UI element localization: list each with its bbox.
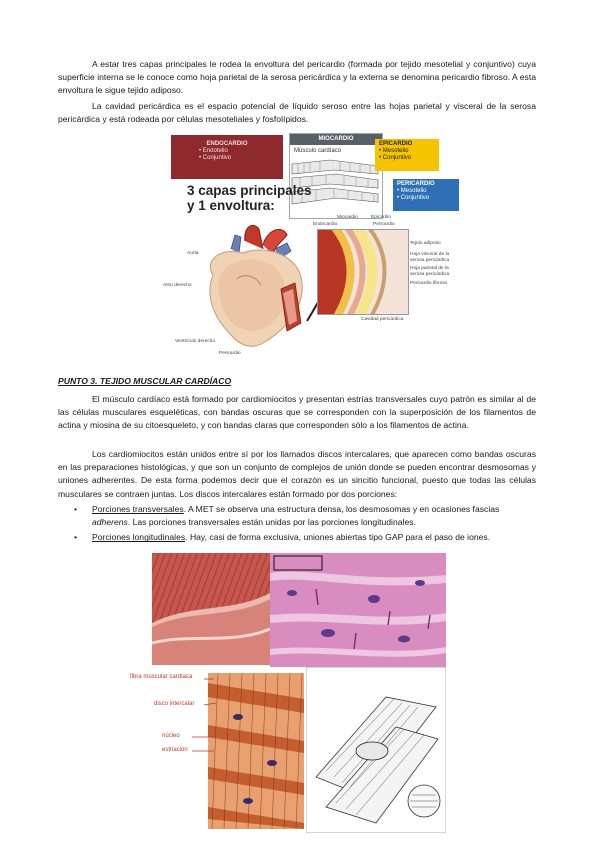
endocardio-title: ENDOCARDIO: [206, 141, 248, 147]
epicardio-item: • Conjuntivo: [379, 155, 412, 161]
list-item: • Porciones longitudinales. Hay, casi de…: [70, 531, 536, 544]
label-epicardio: Epicardio: [371, 215, 391, 220]
micrograph-high-magnification: [270, 553, 446, 667]
section-heading: PUNTO 3. TEJIDO MUSCULAR CARDÍACO: [58, 376, 232, 386]
label-ventriculo-derecho: Ventrículo derecho: [175, 339, 216, 344]
label-pericardio: Pericardio: [219, 351, 241, 356]
label-estriacion: estriación: [162, 747, 188, 753]
pericardio-box: PERICARDIO • Mesotelio • Conjuntivo: [393, 179, 459, 211]
bullet-icon: •: [74, 504, 78, 514]
endocardio-item: • Conjuntivo: [199, 155, 232, 161]
muscle-fibers-illustration: [291, 159, 379, 205]
label-nucleo: núcleo: [162, 733, 180, 739]
micrograph-low-magnification: [152, 553, 270, 665]
bullet-list: • Porciones transversales. A MET se obse…: [70, 503, 536, 547]
miocardio-box: MIOCARDIO Músculo cardíaco: [289, 133, 383, 219]
paragraph-pericardio: A estar tres capas principales le rodea …: [58, 59, 536, 96]
miocardio-title: MIOCARDIO: [290, 134, 382, 145]
bullet-term: Porciones transversales: [92, 504, 184, 514]
electron-microscopy-drawing: [306, 667, 446, 833]
paragraph-musculo-cardiaco: El músculo cardíaco está formado por car…: [58, 394, 536, 431]
label-miocardio: Miocardio: [337, 215, 358, 220]
label-tejido-adiposo: Tejido adiposo: [410, 241, 441, 246]
paragraph-cardiomiocitos: Los cardiomiocitos están unidos entre sí…: [58, 449, 536, 499]
bullet-italic: adherens: [92, 517, 128, 528]
endocardio-item: • Endotelio: [199, 148, 228, 154]
label-atrio-derecho: Atrio derecho: [163, 283, 192, 288]
pericardio-item: • Conjuntivo: [397, 195, 430, 201]
label-disco-intercalar: disco intercalar: [154, 701, 195, 707]
pericardio-item: • Mesotelio: [397, 188, 427, 194]
bullet-text-end: . Las porciones transversales están unid…: [127, 517, 416, 528]
miocardio-sub: Músculo cardíaco: [294, 148, 342, 154]
bullet-text: . Hay, casi de forma exclusiva, uniones …: [185, 532, 491, 543]
endocardio-box: ENDOCARDIO • Endotelio • Conjuntivo: [171, 135, 283, 179]
label-hoja-visceral: Hoja visceral de la serosa pericárdica: [410, 252, 450, 263]
label-cavidad-pericardica: Cavidad pericárdica: [361, 317, 404, 322]
label-pericardio-detail: Pericardio: [373, 222, 395, 227]
epicardio-item: • Mesotelio: [379, 148, 409, 154]
layer-detail-illustration: [317, 229, 409, 315]
bullet-term: Porciones longitudinales: [92, 532, 186, 543]
figure-title: 3 capas principales y 1 envoltura:: [187, 183, 312, 213]
label-hoja-parietal: Hoja parietal de la serosa pericárdica: [410, 266, 450, 277]
paragraph-cavidad: La cavidad pericárdica es el espacio pot…: [58, 101, 536, 125]
label-aorta: Aorta: [187, 251, 199, 256]
bullet-icon: •: [74, 532, 78, 543]
list-item: • Porciones transversales. A MET se obse…: [70, 503, 536, 529]
pericardio-title: PERICARDIO: [397, 181, 435, 187]
epicardio-title: EPICARDIO: [379, 141, 413, 147]
label-fibra-muscular: fibra muscular cardíaca: [130, 674, 193, 680]
label-endocardio: Endocardio: [313, 222, 338, 227]
heart-layers-figure: ENDOCARDIO • Endotelio • Conjuntivo MIOC…: [163, 133, 459, 357]
bullet-text: . A MET se observa una estructura densa,…: [183, 504, 500, 514]
histology-figure: fibra muscular cardíaca disco intercalar…: [130, 553, 446, 833]
cardiac-fiber-drawing: [152, 667, 304, 833]
label-pericardio-fibroso: Pericardio fibroso: [410, 281, 448, 286]
heart-illustration: [209, 225, 303, 347]
epicardio-box: EPICARDIO • Mesotelio • Conjuntivo: [375, 139, 439, 171]
